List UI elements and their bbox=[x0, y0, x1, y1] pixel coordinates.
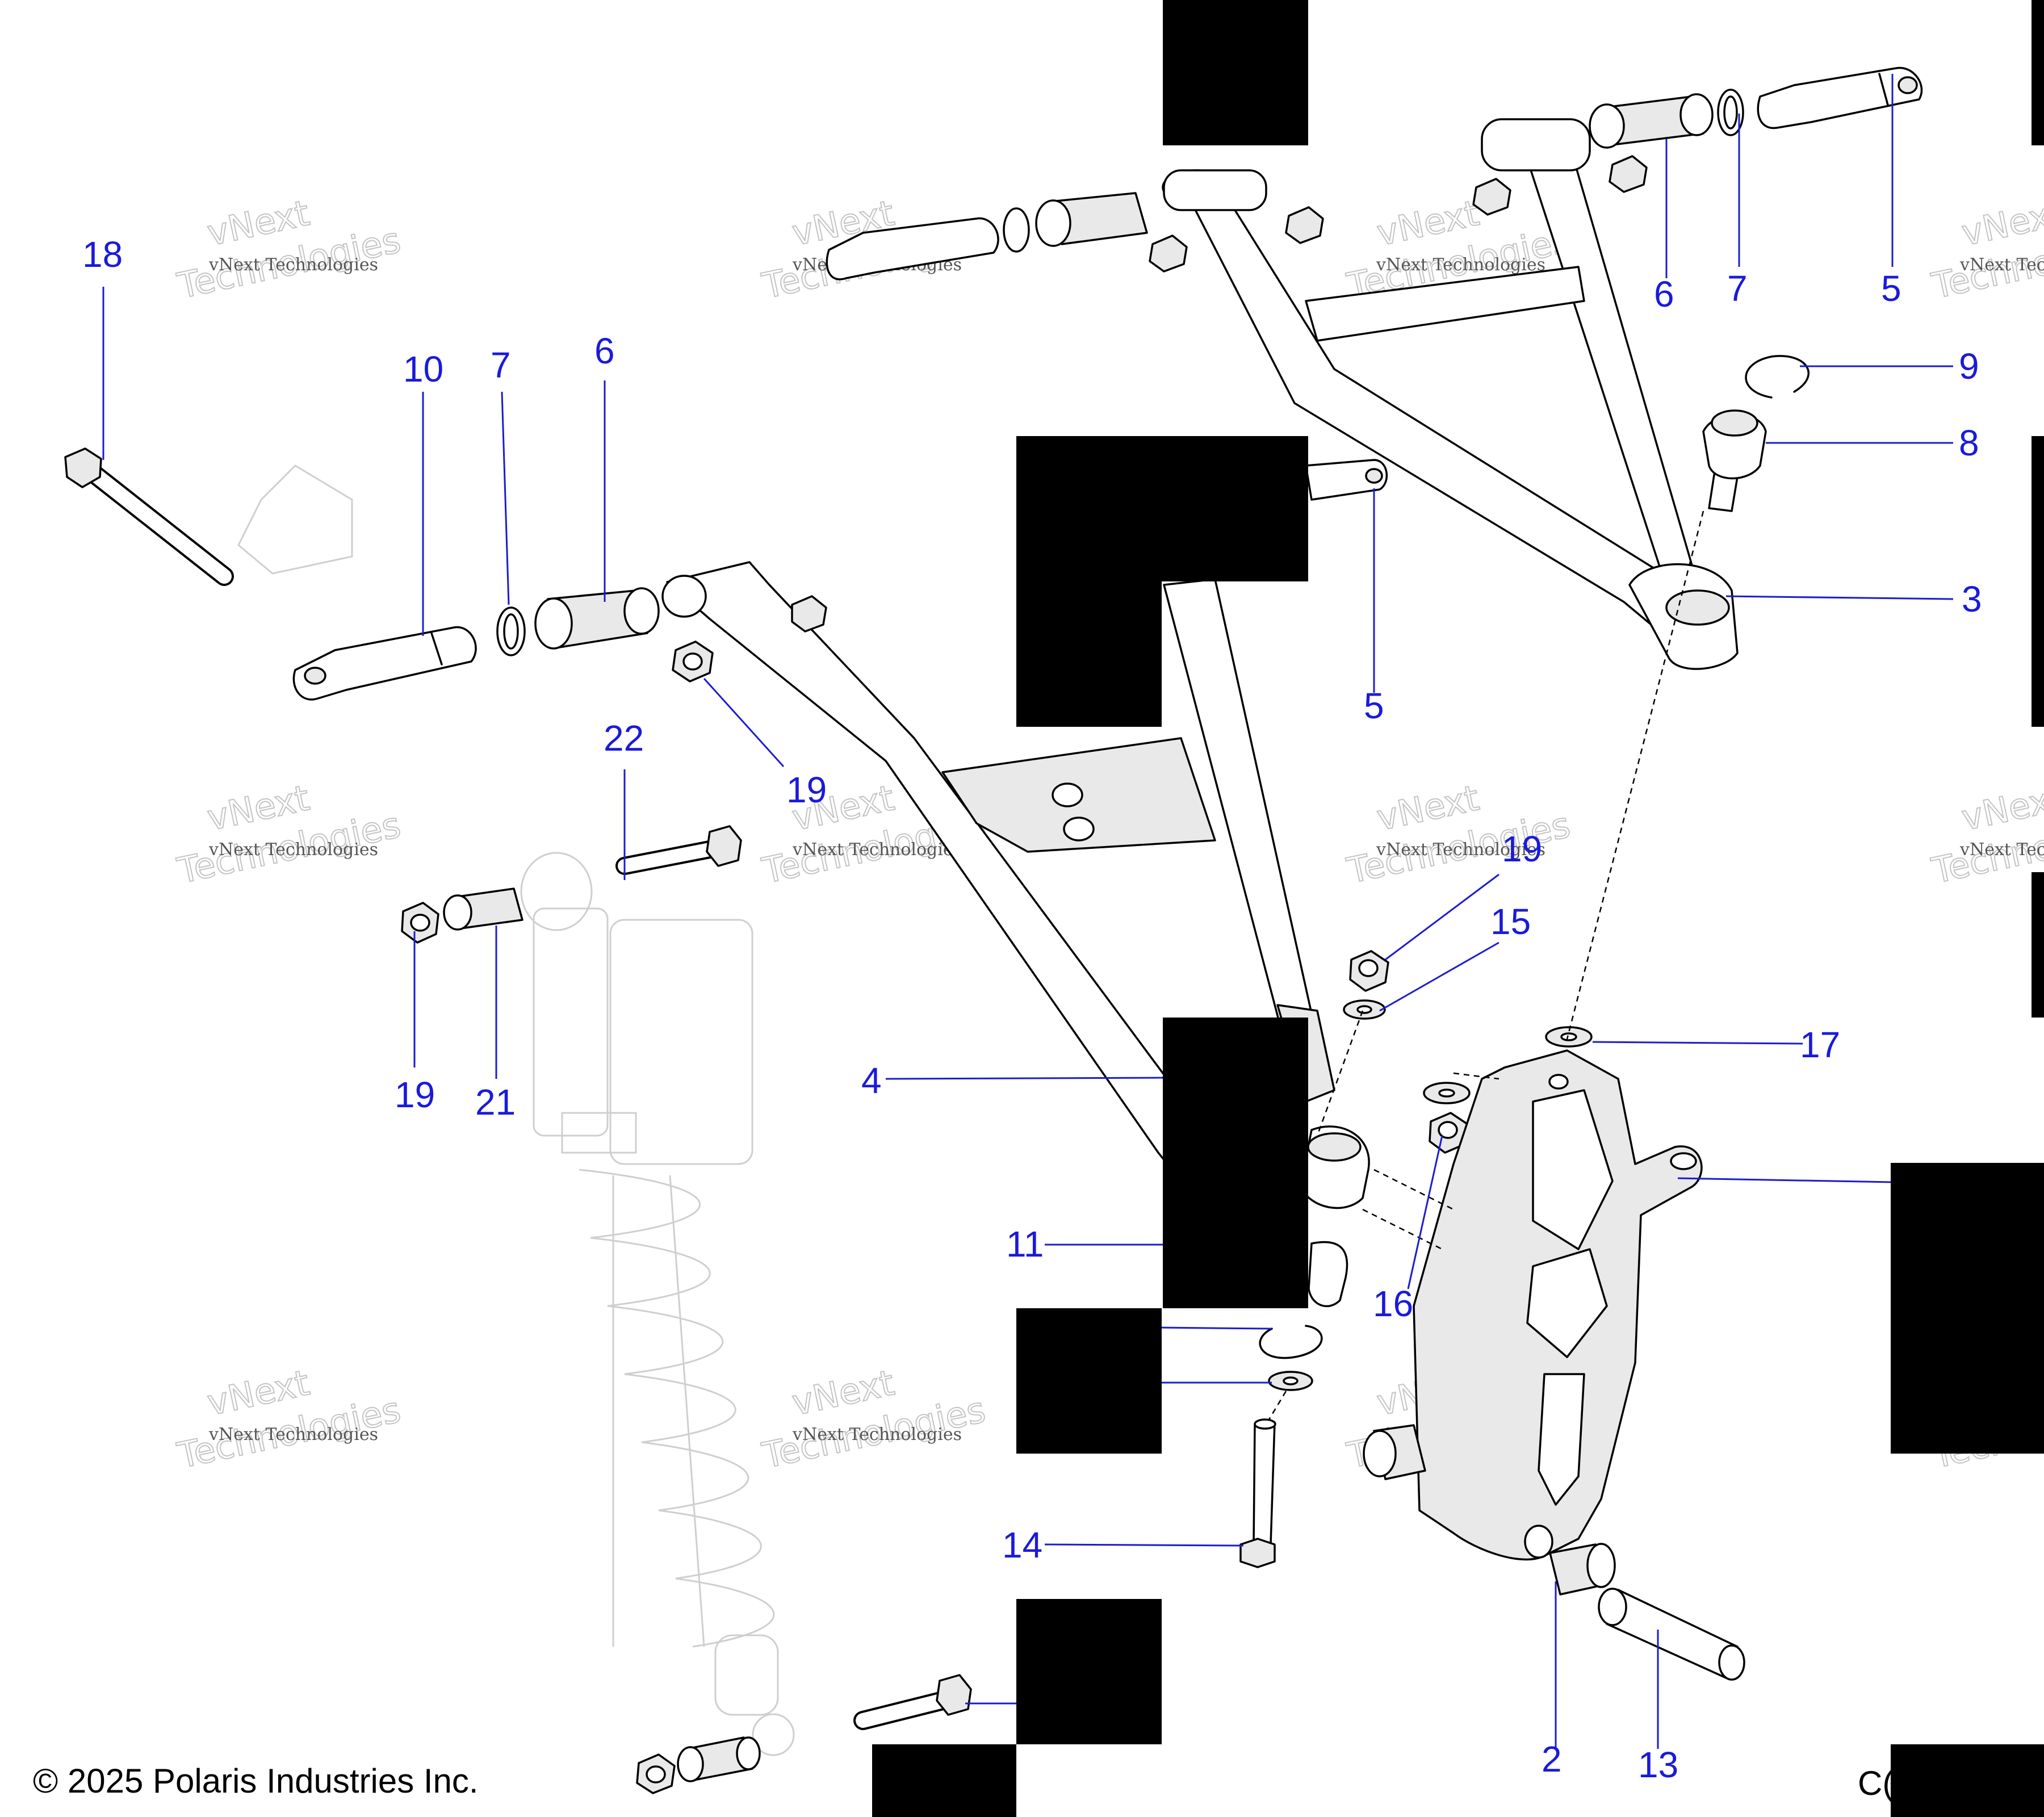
watermark: vNext Technologies bbox=[173, 776, 405, 892]
redaction-block bbox=[2032, 0, 2044, 145]
watermark: vNext Technologies bbox=[173, 1361, 405, 1477]
part-pivot-pin-upper-left bbox=[826, 192, 1148, 280]
redaction-block bbox=[1163, 1018, 1308, 1308]
part-15-washer bbox=[1343, 999, 1386, 1020]
part-7-washer bbox=[1717, 89, 1744, 136]
part-18-bolt bbox=[64, 447, 234, 586]
part-4-lower-a-arm bbox=[661, 561, 1370, 1307]
watermark-text: vNext Technologies bbox=[1959, 255, 2044, 275]
redaction-block bbox=[1016, 436, 1308, 581]
watermark-text: vNext Technologies bbox=[1376, 840, 1545, 860]
watermark-text: vNext Technologies bbox=[792, 840, 962, 860]
diagram-code-fragment: C( bbox=[1858, 1764, 1894, 1802]
part-17-washer bbox=[1545, 1026, 1593, 1048]
part-14-bolt bbox=[1239, 1418, 1276, 1568]
callout-3: 3 bbox=[1962, 579, 1982, 619]
watermark: vNext Technologies bbox=[1928, 776, 2044, 892]
watermark: vNext Technologies bbox=[758, 1361, 990, 1477]
part-1-steering-knuckle bbox=[1413, 1049, 1703, 1561]
redaction-block bbox=[1016, 581, 1162, 727]
callout-13: 13 bbox=[1638, 1744, 1678, 1785]
part-5-pivot-pin bbox=[1757, 66, 1923, 129]
redaction-block bbox=[1891, 1744, 2044, 1817]
watermark-text: vNext Technologies bbox=[1376, 255, 1545, 275]
redaction-block bbox=[2032, 436, 2044, 727]
callout-7: 7 bbox=[1727, 268, 1748, 309]
watermark: vNext Technologies bbox=[1343, 776, 1574, 892]
part-bushing bbox=[1363, 1424, 1426, 1480]
part-19-nut bbox=[401, 902, 439, 944]
part-bolt-lower bbox=[853, 1674, 972, 1730]
part-22-bolt bbox=[615, 825, 742, 875]
part-8-ball-joint bbox=[1702, 409, 1767, 512]
part-nut-lower bbox=[636, 1753, 676, 1794]
callout-18: 18 bbox=[82, 234, 123, 275]
part-7-washer bbox=[496, 606, 526, 656]
part-10-pivot-pin bbox=[292, 626, 477, 701]
callout-5: 5 bbox=[1881, 268, 1901, 309]
part-9-circlip bbox=[1745, 355, 1810, 399]
part-19-nut bbox=[672, 640, 714, 683]
callout-6: 6 bbox=[1654, 274, 1674, 315]
part-12-circlip bbox=[1259, 1325, 1323, 1359]
redaction-block bbox=[1016, 1599, 1162, 1744]
redaction-block bbox=[1891, 1163, 2044, 1454]
callout-4: 4 bbox=[861, 1060, 882, 1101]
watermark-text: vNext Technologies bbox=[208, 255, 378, 275]
callout-labels: 18 10 7 6 6 7 5 9 8 3 5 19 22 19 15 19 2… bbox=[82, 234, 1982, 1785]
callout-5: 5 bbox=[1364, 685, 1384, 726]
redaction-blocks bbox=[872, 0, 2044, 1817]
callout-16: 16 bbox=[1373, 1283, 1413, 1324]
callout-11: 11 bbox=[1006, 1224, 1044, 1265]
shock-absorber-ghost bbox=[237, 464, 795, 1756]
callout-7: 7 bbox=[491, 345, 511, 386]
callout-10: 10 bbox=[403, 349, 443, 390]
watermark: vNext Technologies bbox=[173, 191, 405, 307]
callout-15: 15 bbox=[1490, 901, 1531, 942]
callout-17: 17 bbox=[1800, 1024, 1840, 1065]
leader-lines bbox=[102, 74, 1954, 1749]
part-nut bbox=[791, 595, 827, 633]
part-5-pivot-pin bbox=[1305, 459, 1388, 501]
part-19-nut bbox=[1349, 950, 1389, 992]
part-13-sleeve bbox=[1598, 1588, 1745, 1681]
part-2-bushing bbox=[1549, 1543, 1616, 1596]
callout-14: 14 bbox=[1002, 1525, 1042, 1565]
part-16-washer bbox=[1423, 1082, 1471, 1104]
redaction-block bbox=[2032, 872, 2044, 1018]
part-nut bbox=[1609, 155, 1648, 193]
part-nut bbox=[1149, 235, 1188, 273]
redaction-block bbox=[1016, 1308, 1162, 1454]
watermark-text: vNext Technologies bbox=[1959, 840, 2044, 860]
part-bushing-lower bbox=[677, 1736, 761, 1782]
callout-9: 9 bbox=[1959, 346, 1979, 387]
callout-19: 19 bbox=[1502, 828, 1542, 869]
part-nut bbox=[1285, 206, 1324, 244]
watermark-text: vNext Technologies bbox=[208, 840, 378, 860]
watermark: vNext Technologies bbox=[1928, 191, 2044, 307]
callout-2: 2 bbox=[1542, 1739, 1562, 1780]
callout-19: 19 bbox=[395, 1074, 435, 1115]
callout-8: 8 bbox=[1959, 422, 1979, 463]
redaction-block bbox=[872, 1744, 1016, 1817]
callout-6: 6 bbox=[594, 330, 615, 371]
part-6-bushing bbox=[534, 587, 660, 650]
part-21-bushing bbox=[443, 887, 523, 931]
part-nut bbox=[1472, 178, 1511, 216]
assembly-axis-lines bbox=[1268, 510, 1704, 1420]
watermark-text: vNext Technologies bbox=[208, 1425, 378, 1445]
callout-22: 22 bbox=[604, 718, 644, 759]
callout-21: 21 bbox=[475, 1082, 516, 1123]
copyright-notice: © 2025 Polaris Industries Inc. bbox=[33, 1762, 479, 1800]
part-3-upper-a-arm bbox=[1162, 118, 1739, 670]
part-washer bbox=[1268, 1371, 1313, 1391]
part-6-bushing bbox=[1589, 93, 1714, 149]
watermark-text: vNext Technologies bbox=[792, 1425, 962, 1445]
callout-19: 19 bbox=[786, 769, 827, 810]
redaction-block bbox=[1163, 0, 1308, 145]
